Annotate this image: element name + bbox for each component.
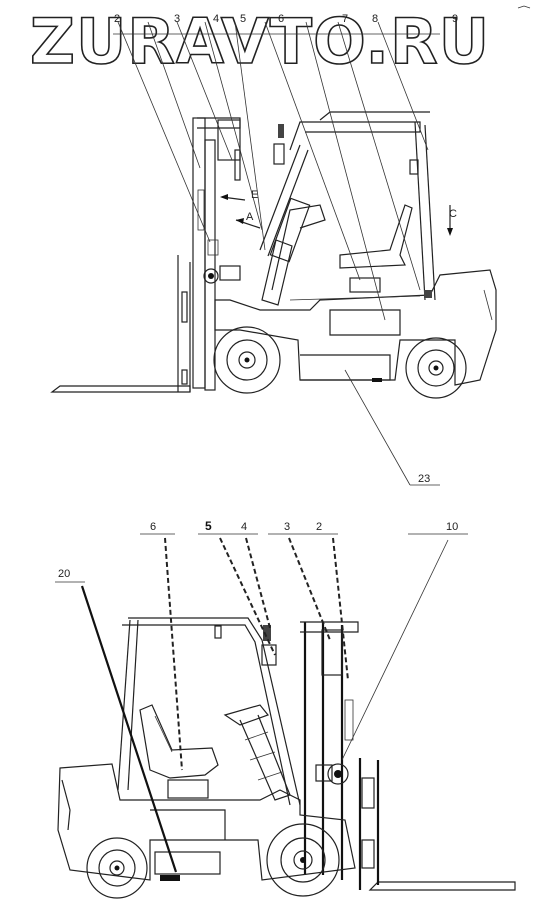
top-callout-7: 7 [342, 13, 348, 25]
corner-mark [517, 5, 531, 9]
view-marker-c: C [449, 208, 457, 220]
bottom-callout-4: 4 [241, 521, 247, 533]
top-callout-8: 8 [372, 13, 378, 25]
bottom-callout-leaders [55, 533, 468, 873]
bottom-forklift-drawing [57, 617, 516, 899]
top-callout-6: 6 [278, 13, 284, 25]
watermark-text: ZURAVTO.RU [30, 5, 490, 78]
top-callout-leaders [113, 21, 440, 486]
top-callout-3: 3 [174, 13, 180, 25]
top-callout-9: 9 [452, 13, 458, 25]
bottom-callout-20: 20 [58, 568, 70, 580]
bottom-callout-6: 6 [150, 521, 156, 533]
bottom-callout-2: 2 [316, 521, 322, 533]
top-forklift-drawing: E A C [50, 111, 497, 399]
bottom-callout-10: 10 [446, 521, 458, 533]
top-callout-23: 23 [418, 473, 430, 485]
top-callout-5: 5 [240, 13, 246, 25]
top-callout-2: 2 [114, 13, 120, 25]
bottom-callout-5: 5 [205, 519, 212, 533]
view-marker-e: E [251, 189, 258, 201]
view-marker-a: A [246, 211, 254, 223]
top-callout-4: 4 [213, 13, 219, 25]
bottom-callout-3: 3 [284, 521, 290, 533]
